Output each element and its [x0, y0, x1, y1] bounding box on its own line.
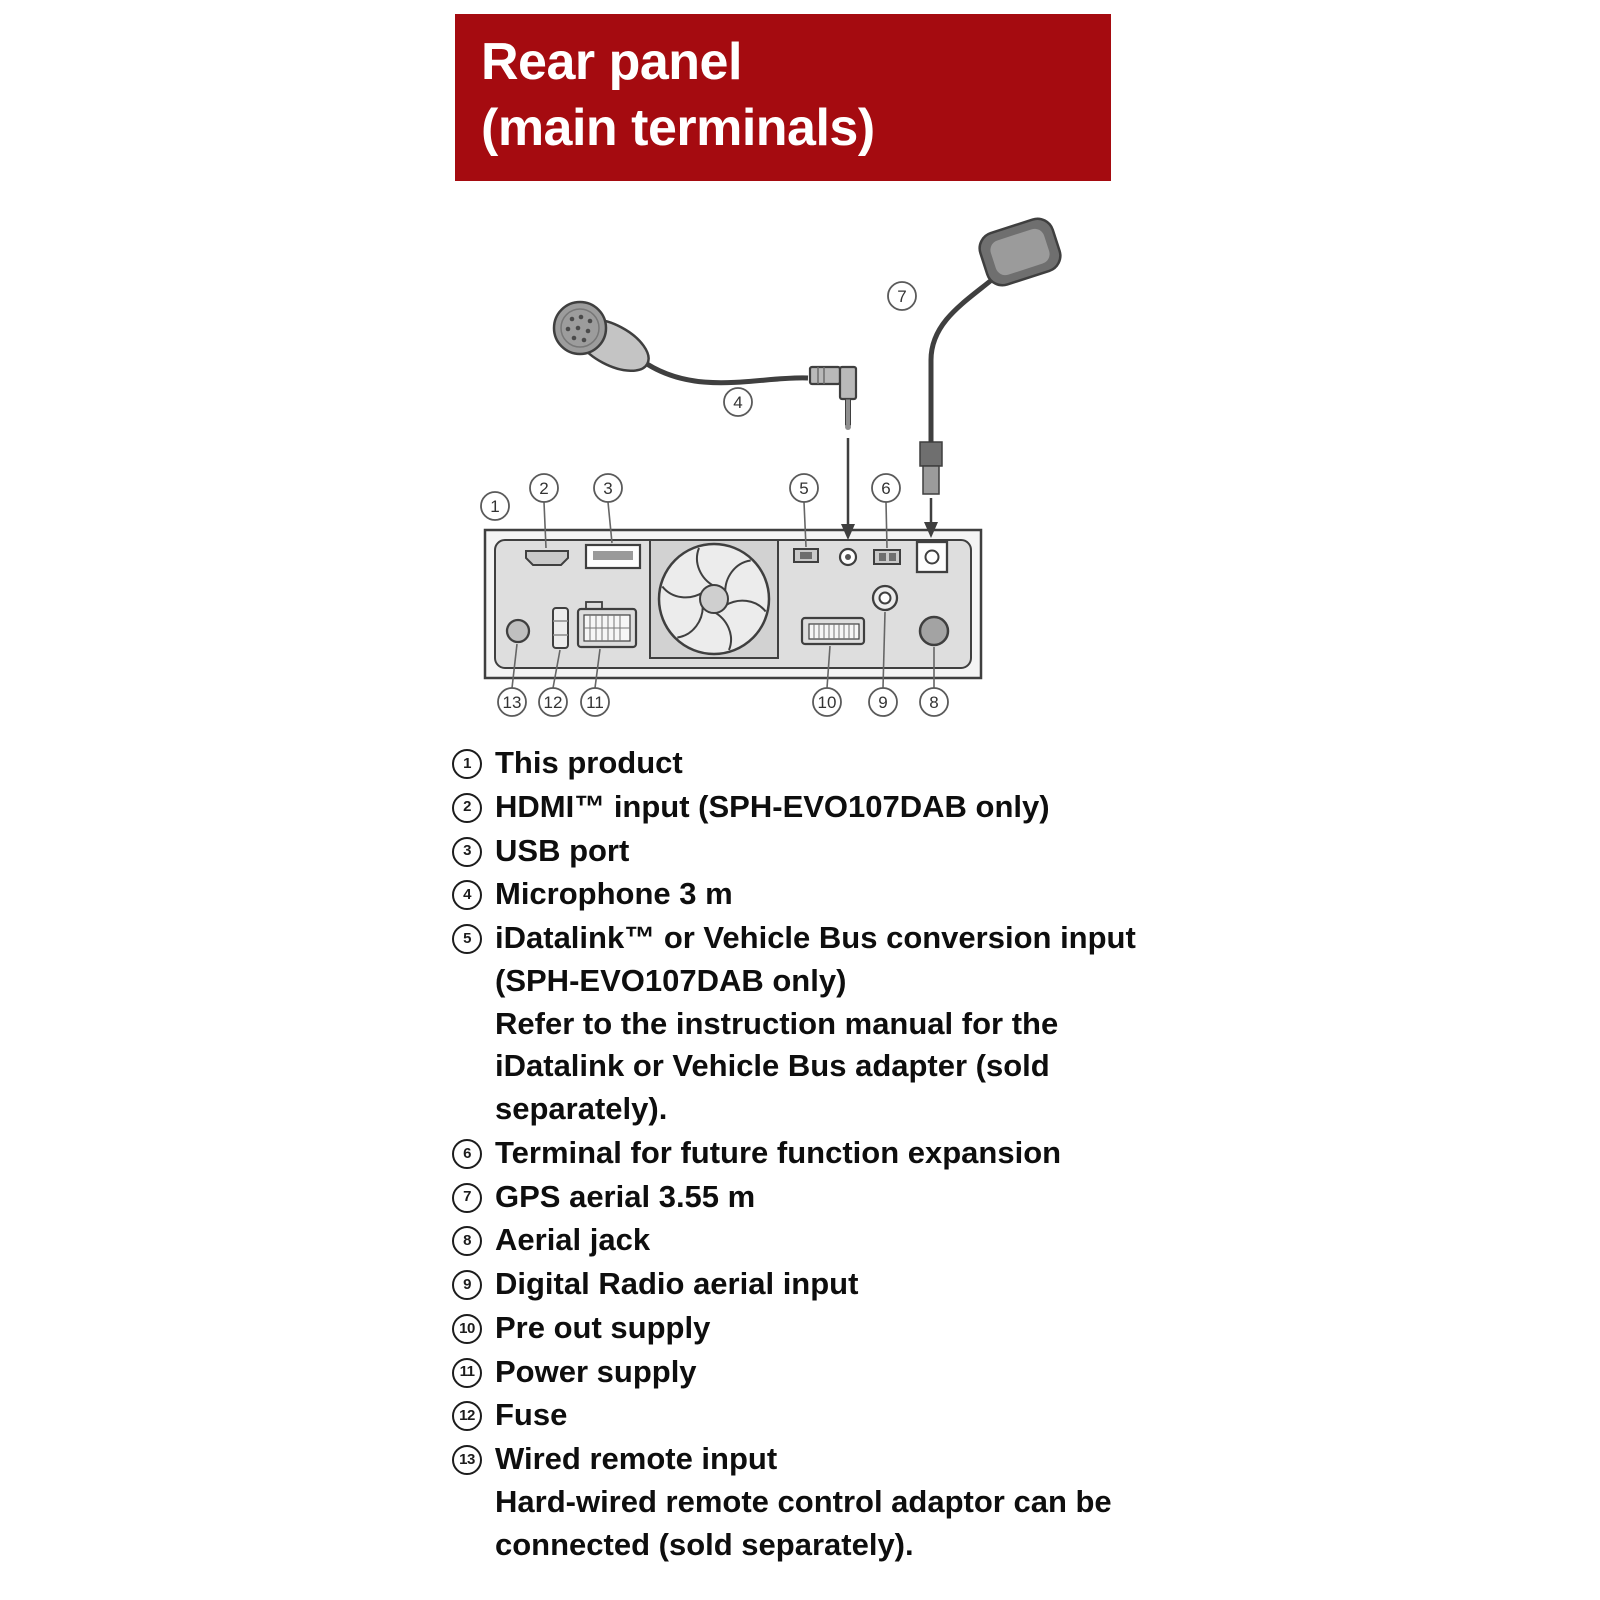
legend-number-9: 9 [452, 1270, 482, 1301]
legend-item-9: 9 Digital Radio aerial input [452, 1263, 1152, 1306]
rear-panel-diagram: 1 2 3 4 5 6 7 8 [460, 190, 1120, 740]
legend-number-10: 10 [452, 1313, 482, 1344]
legend-item-1: 1 This product [452, 742, 1152, 785]
legend-text-10: Pre out supply [495, 1309, 711, 1345]
fuse [552, 607, 569, 649]
legend-text-4: Microphone 3 m [495, 876, 733, 912]
callout-3-number: 3 [603, 479, 612, 498]
legend-item-5: 5 iDatalink™ or Vehicle Bus conversion i… [452, 917, 1152, 1131]
expansion-terminal [873, 549, 901, 565]
idatalink-port [793, 548, 819, 563]
callout-3: 3 [593, 473, 623, 503]
microphone [552, 300, 809, 386]
callout-1-number: 1 [490, 497, 499, 516]
callout-1: 1 [480, 491, 510, 521]
cooling-fan [649, 539, 779, 659]
callouts: 1 2 3 4 5 6 7 8 [480, 281, 949, 717]
legend-text-11: Power supply [495, 1353, 697, 1389]
legend-number-6: 6 [452, 1138, 482, 1169]
legend-number-5: 5 [452, 924, 482, 955]
legend-extra-5: Refer to the instruction manual for the … [495, 1005, 1059, 1127]
callout-9-number: 9 [878, 693, 887, 712]
legend-text-12: Fuse [495, 1397, 568, 1433]
callout-5-number: 5 [799, 479, 808, 498]
legend-text-2: HDMI™ input (SPH-EVO107DAB only) [495, 788, 1050, 824]
gps-aerial [919, 217, 1062, 495]
callout-13: 13 [497, 687, 527, 717]
gps-aerial-port [915, 540, 949, 574]
callout-leader-lines [511, 501, 935, 689]
legend-item-3: 3 USB port [452, 830, 1152, 873]
section-title-line2: (main terminals) [481, 98, 875, 157]
legend-number-12: 12 [452, 1401, 482, 1432]
usb-port [584, 543, 642, 570]
legend-number-8: 8 [452, 1226, 482, 1257]
legend-item-2: 2 HDMI™ input (SPH-EVO107DAB only) [452, 786, 1152, 829]
legend-text-7: GPS aerial 3.55 m [495, 1178, 756, 1214]
callout-13-number: 13 [503, 693, 522, 712]
callout-10: 10 [812, 687, 842, 717]
legend-number-4: 4 [452, 880, 482, 911]
callout-6-number: 6 [881, 479, 890, 498]
wired-remote-input [505, 618, 531, 644]
callout-7-number: 7 [897, 287, 906, 306]
aerial-jack [918, 615, 950, 647]
legend-text-9: Digital Radio aerial input [495, 1266, 859, 1302]
callout-12: 12 [538, 687, 568, 717]
legend-list: 1 This product 2 HDMI™ input (SPH-EVO107… [452, 742, 1152, 1568]
microphone-jack [838, 547, 858, 567]
callout-11-number: 11 [586, 693, 604, 712]
callout-10-number: 10 [818, 693, 837, 712]
legend-text-13: Wired remote input [495, 1441, 778, 1477]
callout-8: 8 [919, 687, 949, 717]
callout-2-number: 2 [539, 479, 548, 498]
pre-out-connector [800, 616, 866, 646]
hdmi-port [525, 550, 569, 566]
callout-11: 11 [580, 687, 610, 717]
legend-text-5: iDatalink™ or Vehicle Bus conversion inp… [495, 920, 1136, 998]
callout-6: 6 [871, 473, 901, 503]
section-title-line1: Rear panel [481, 33, 742, 91]
legend-item-11: 11 Power supply [452, 1351, 1152, 1394]
microphone-plug [808, 365, 858, 430]
legend-item-10: 10 Pre out supply [452, 1307, 1152, 1350]
callout-4-number: 4 [733, 393, 742, 412]
legend-number-1: 1 [452, 749, 482, 779]
legend-number-7: 7 [452, 1182, 482, 1213]
legend-text-6: Terminal for future function expansion [495, 1134, 1062, 1170]
callout-7: 7 [887, 281, 917, 311]
legend-text-8: Aerial jack [495, 1222, 651, 1258]
rear-panel-diagram-svg: 1 2 3 4 5 6 7 8 [480, 217, 1062, 717]
callout-9: 9 [868, 687, 898, 717]
callout-5: 5 [789, 473, 819, 503]
gps-arrow [924, 498, 938, 538]
callout-8-number: 8 [929, 693, 938, 712]
callout-12-number: 12 [544, 693, 563, 712]
power-supply-connector [576, 601, 638, 649]
digital-radio-aerial-input [871, 584, 899, 612]
microphone-grille-dots [565, 314, 593, 343]
legend-item-6: 6 Terminal for future function expansion [452, 1132, 1152, 1175]
legend-number-2: 2 [452, 792, 482, 823]
section-header: Rear panel (main terminals) [455, 14, 1111, 182]
legend-text-1: This product [495, 745, 683, 780]
legend-number-3: 3 [452, 836, 482, 867]
callout-4: 4 [723, 387, 753, 417]
legend-item-7: 7 GPS aerial 3.55 m [452, 1176, 1152, 1219]
legend-extra-13: Hard-wired remote control adaptor can be… [495, 1484, 1112, 1562]
legend-item-8: 8 Aerial jack [452, 1219, 1152, 1262]
legend-number-13: 13 [452, 1445, 482, 1476]
legend-item-13: 13 Wired remote input Hard-wired remote … [452, 1438, 1152, 1566]
legend-number-11: 11 [452, 1357, 482, 1388]
microphone-arrow [841, 438, 855, 540]
legend-item-12: 12 Fuse [452, 1394, 1152, 1437]
callout-2: 2 [529, 473, 559, 503]
legend-item-4: 4 Microphone 3 m [452, 873, 1152, 916]
legend-text-3: USB port [495, 832, 630, 868]
